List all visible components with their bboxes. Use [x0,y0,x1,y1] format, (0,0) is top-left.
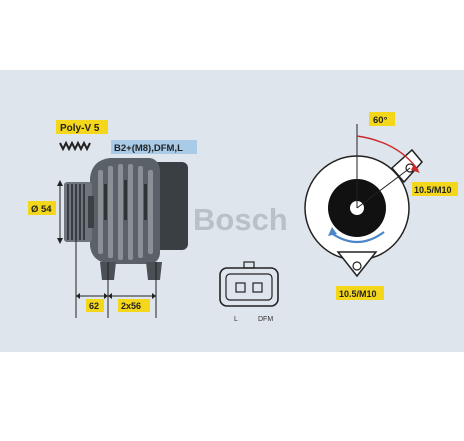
belt-label-bg [56,120,108,134]
dim-right-bg [118,299,150,312]
pulley-hub [88,196,94,228]
angle-label-text: 60° [373,115,388,126]
length-dimensions: 62 2x56 [75,240,157,318]
belt-label-text: Poly-V 5 [60,123,100,134]
terminal-label: B2+(M8),DFM,L [111,140,197,154]
mount-bottom-bg [336,286,384,300]
dim-left-text: 62 [89,301,99,311]
mount-bottom-text: 10.5/M10 [339,289,377,299]
plug-pin-dfm: DFM [258,316,273,323]
dim-left-bg [86,299,104,312]
pulley-grooves [67,184,85,240]
alternator-front-view: 60° 10.5/M10 10.5/M10 [304,112,458,300]
brand-name: Bosch [193,202,288,237]
alternator-side-view [64,158,188,280]
rotation-arrow [329,231,385,244]
terminal-label-bg [111,140,197,154]
fin-slots [104,180,147,220]
terminal-label-text: B2+(M8),DFM,L [114,143,183,154]
pulley [64,182,92,242]
angle-ref-lug [356,167,411,209]
angle-label-bg [369,112,395,126]
diameter-label-text: Ø 54 [31,204,52,215]
plug-connector: L DFM [219,261,279,323]
diameter-dimension: Ø 54 [28,180,63,244]
dim-right-text: 2x56 [121,301,141,311]
lower-lug-rear [146,262,162,280]
belt-grooves-icon [59,140,91,152]
belt-label: Poly-V 5 [56,120,108,134]
plug-pin-l: L [234,316,238,323]
cooling-fins [98,164,153,260]
diameter-label-bg [28,201,56,215]
mount-top-text: 10.5/M10 [414,185,452,195]
mount-top-bg [412,182,458,196]
